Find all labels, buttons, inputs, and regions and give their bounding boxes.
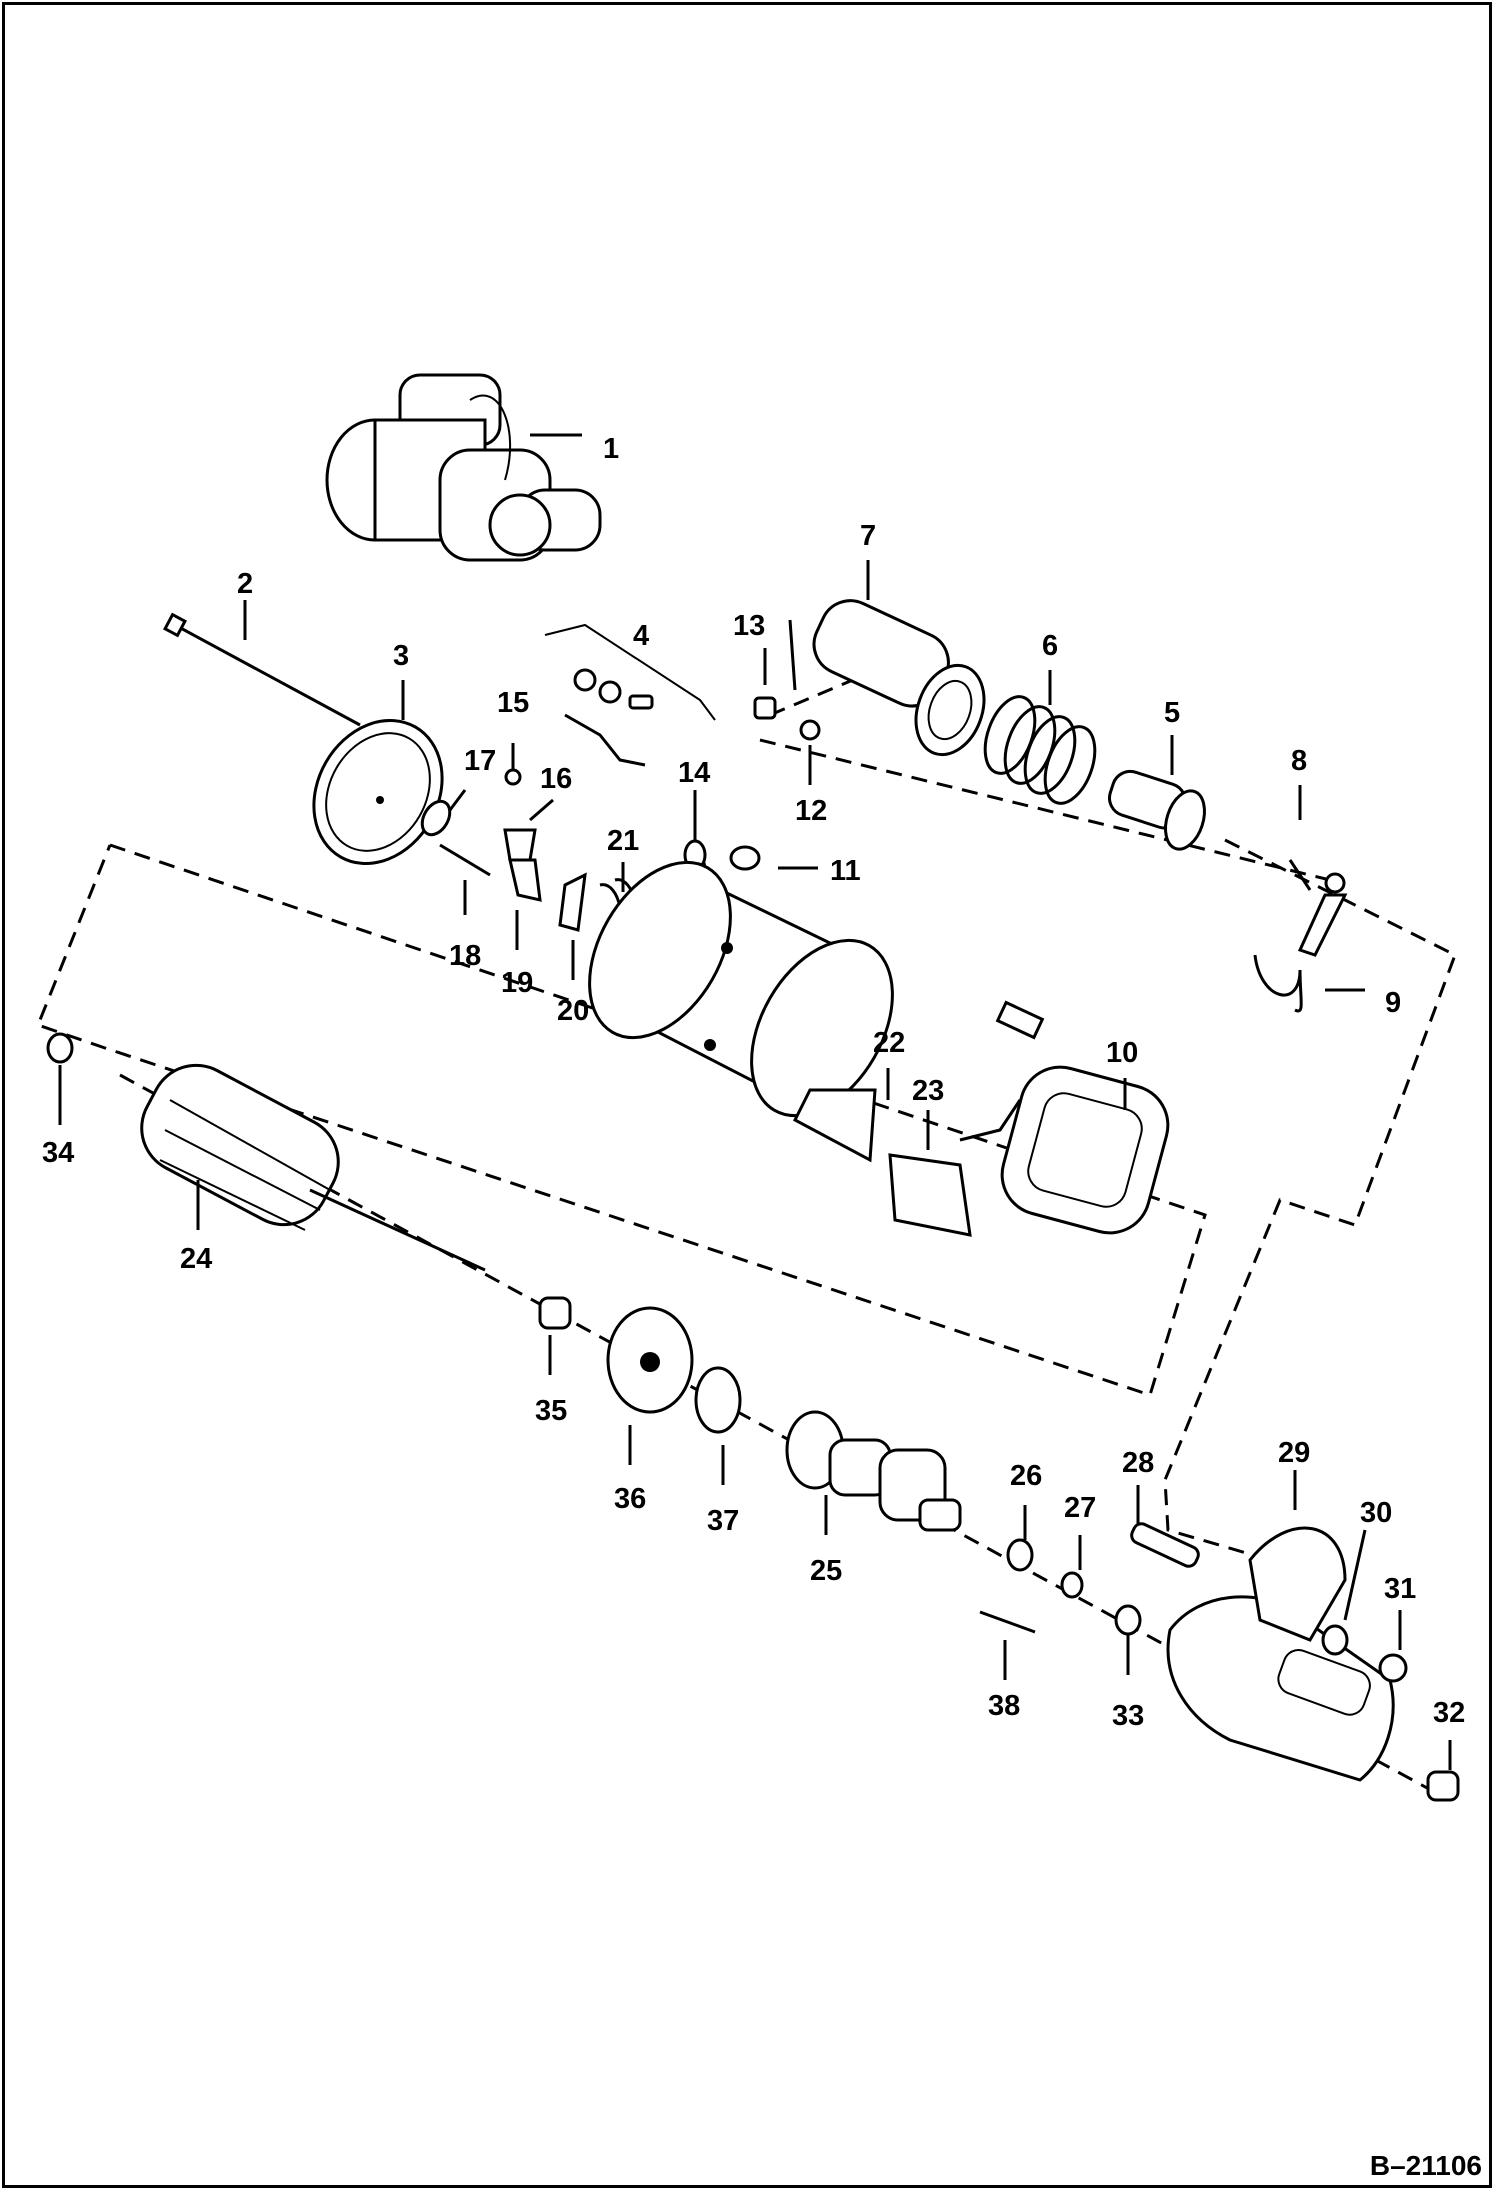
callout-34: 34 bbox=[42, 1137, 74, 1169]
callout-22: 22 bbox=[873, 1027, 905, 1059]
callout-2: 2 bbox=[237, 568, 253, 600]
pin bbox=[1288, 859, 1312, 891]
solenoid bbox=[788, 599, 986, 757]
drive-assembly bbox=[785, 1410, 962, 1532]
callout-14: 14 bbox=[678, 757, 710, 789]
key-38 bbox=[979, 1610, 1036, 1634]
callout-16: 16 bbox=[540, 763, 572, 795]
callout-36: 36 bbox=[614, 1483, 646, 1515]
callout-21: 21 bbox=[607, 825, 639, 857]
callout-18: 18 bbox=[449, 940, 481, 972]
bushing-34 bbox=[46, 1032, 74, 1064]
callout-8: 8 bbox=[1291, 745, 1307, 777]
drawing-reference-number: B–21106 bbox=[1369, 2150, 1482, 2181]
callout-31: 31 bbox=[1384, 1573, 1416, 1605]
callout-7: 7 bbox=[860, 520, 876, 552]
callout-15: 15 bbox=[497, 687, 529, 719]
callout-25: 25 bbox=[810, 1555, 842, 1587]
brush-holder bbox=[959, 1000, 1170, 1235]
callout-11: 11 bbox=[830, 855, 861, 887]
callout-4: 4 bbox=[633, 620, 649, 652]
small-hardware bbox=[420, 768, 638, 947]
callout-20: 20 bbox=[557, 995, 589, 1027]
callout-9: 9 bbox=[1385, 987, 1401, 1019]
shift-lever bbox=[1253, 872, 1348, 1013]
armature bbox=[140, 1063, 486, 1272]
ring-33 bbox=[1114, 1604, 1142, 1636]
bushing-32 bbox=[1426, 1770, 1460, 1802]
ring-27 bbox=[1060, 1571, 1084, 1599]
callout-23: 23 bbox=[912, 1075, 944, 1107]
insulator-22 bbox=[793, 1088, 877, 1163]
callout-5: 5 bbox=[1164, 697, 1180, 729]
end-plate bbox=[312, 718, 444, 866]
screw-13 bbox=[753, 696, 777, 720]
washer-37 bbox=[694, 1366, 742, 1434]
callout-17: 17 bbox=[464, 745, 496, 777]
callout-12: 12 bbox=[795, 795, 827, 827]
nut-11 bbox=[729, 845, 761, 871]
washer-12 bbox=[799, 719, 821, 741]
callout-3: 3 bbox=[393, 640, 409, 672]
nut-31 bbox=[1378, 1653, 1408, 1683]
callout-19: 19 bbox=[501, 967, 533, 999]
callout-27: 27 bbox=[1064, 1492, 1096, 1524]
callout-28: 28 bbox=[1122, 1447, 1154, 1479]
callout-30: 30 bbox=[1360, 1497, 1392, 1529]
callout-10: 10 bbox=[1106, 1037, 1138, 1069]
bolt-28 bbox=[1130, 1522, 1200, 1568]
callout-29: 29 bbox=[1278, 1437, 1310, 1469]
spring bbox=[983, 695, 1097, 805]
callout-38: 38 bbox=[988, 1690, 1020, 1722]
pole-shoe-23 bbox=[888, 1153, 972, 1237]
callout-26: 26 bbox=[1010, 1460, 1042, 1492]
through-bolt bbox=[163, 612, 361, 727]
callout-13: 13 bbox=[733, 610, 765, 642]
callout-35: 35 bbox=[535, 1395, 567, 1427]
field-housing bbox=[588, 860, 894, 1118]
starter-assembly bbox=[325, 373, 602, 562]
collar-26 bbox=[1006, 1538, 1034, 1572]
callout-33: 33 bbox=[1112, 1700, 1144, 1732]
plunger bbox=[1108, 769, 1206, 851]
dashed-axis-upper bbox=[759, 738, 1331, 882]
callout-6: 6 bbox=[1042, 630, 1058, 662]
callout-32: 32 bbox=[1433, 1697, 1465, 1729]
washer-30 bbox=[1321, 1624, 1349, 1656]
callout-1: 1 bbox=[603, 433, 619, 465]
dashed-assembly-line-right bbox=[1163, 838, 1457, 1562]
terminal-kit bbox=[544, 623, 716, 767]
bushing-35 bbox=[538, 1296, 572, 1330]
callout-24: 24 bbox=[180, 1243, 212, 1275]
callout-37: 37 bbox=[707, 1505, 739, 1537]
drive-housing bbox=[1166, 1526, 1395, 1782]
